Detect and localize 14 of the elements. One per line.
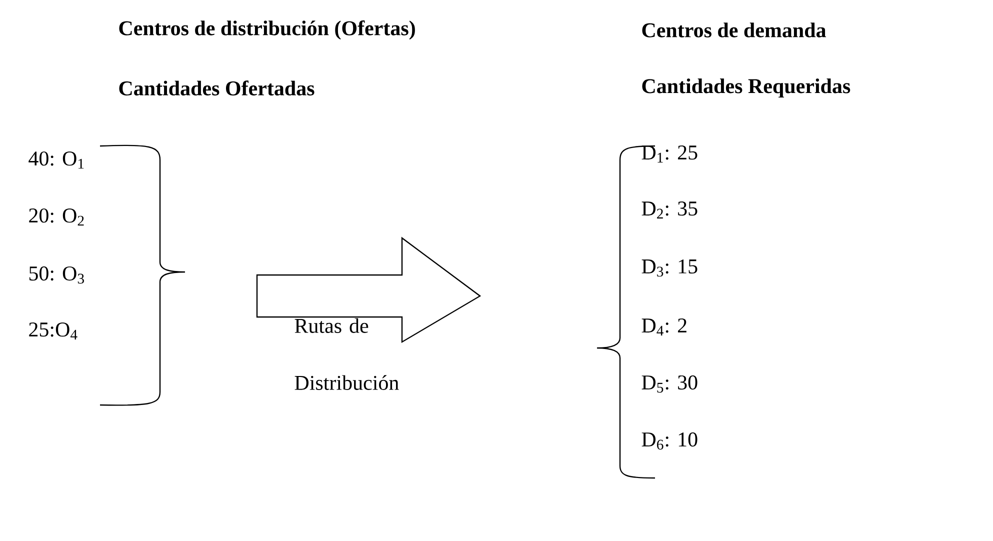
demand-item: D$_{5}$: 30 [642, 375, 698, 393]
heading: Cantidades Requeridas [642, 78, 850, 98]
supply-item: 20: O$_{2}$ [29, 208, 84, 226]
supply-item: 50: O$_{3}$ [29, 266, 84, 284]
demand-item: D$_{4}$: 2 [642, 318, 686, 336]
demand-item: D$_{2}$: 35 [642, 202, 698, 218]
arrow-caption: Rutas de Distribución [294, 318, 399, 390]
supply-item: 40: O$_{1}$ [28, 151, 84, 169]
demand-item: D$_{6}$: 10 [642, 432, 698, 450]
demand-item: D$_{3}$: 15 [642, 259, 698, 277]
heading: Centros de demanda [642, 22, 826, 38]
supply-item: 25:O$_{4}$ [29, 322, 78, 340]
heading: Cantidades Ofertadas [119, 80, 314, 96]
heading: Centros de distribución (Ofertas) [119, 20, 415, 40]
